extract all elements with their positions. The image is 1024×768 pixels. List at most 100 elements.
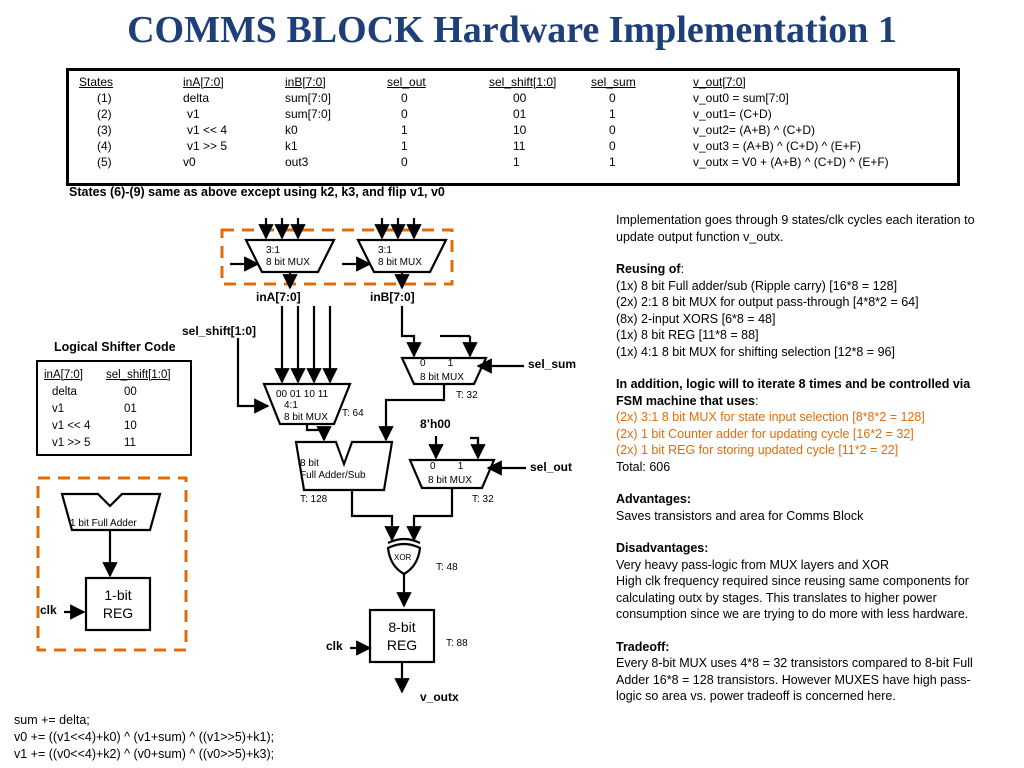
table-row: (4) v1 >> 5 k1 1 11 0 v_out3 = (A+B) ^ (… bbox=[79, 138, 933, 154]
counter-reg-shape bbox=[84, 576, 152, 632]
counter-adder-shape bbox=[60, 492, 162, 532]
table-cell: v1 >> 5 bbox=[52, 436, 91, 449]
table-cell: 01 bbox=[124, 402, 137, 415]
const-label: 8’h00 bbox=[420, 417, 451, 431]
table-cell: v_out0 = sum[7:0] bbox=[693, 91, 789, 105]
table-cell: 1 bbox=[401, 123, 408, 137]
table-cell: 0 bbox=[609, 123, 616, 137]
logical-shifter-table: inA[7:0] sel_shift[1:0] delta 00 v1 01 v… bbox=[44, 366, 186, 451]
fsm-mux-dashed-box bbox=[220, 228, 454, 286]
table-cell: v1 bbox=[52, 402, 65, 415]
total-text: Total: 606 bbox=[616, 459, 671, 474]
list-item: (1x) 8 bit Full adder/sub (Ripple carry)… bbox=[616, 278, 898, 293]
ina-label: inA[7:0] bbox=[256, 290, 301, 304]
mux-b-label: 3:1 8 bit MUX bbox=[378, 245, 422, 268]
sel-shift-label: sel_shift[1:0] bbox=[182, 324, 257, 338]
state-table-header: States inA[7:0] inB[7:0] sel_out sel_shi… bbox=[79, 74, 933, 90]
reg-label: 8-bit REG bbox=[386, 619, 418, 653]
shift-mux-shape bbox=[262, 382, 352, 426]
vout-label: v_outx bbox=[420, 690, 459, 704]
adder-label: 8 bit Full Adder/Sub bbox=[300, 458, 366, 481]
slide-title: COMMS BLOCK Hardware Implementation 1 bbox=[127, 9, 897, 51]
table-cell: 01 bbox=[513, 107, 527, 121]
list-item: (2x) 1 bit REG for storing updated cycle… bbox=[616, 443, 899, 457]
reusing-heading: Reusing of bbox=[616, 262, 681, 276]
table-row: (2) v1 sum[7:0] 0 01 1 v_out1= (C+D) bbox=[79, 106, 933, 122]
mux-a-label: 3:1 8 bit MUX bbox=[266, 245, 310, 268]
header-cell: States bbox=[79, 75, 114, 89]
disadvantages-heading: Disadvantages: bbox=[616, 541, 709, 555]
table-cell: (2) bbox=[97, 107, 112, 121]
sum-mux-t: T: 32 bbox=[456, 390, 478, 401]
table-cell: 00 bbox=[513, 91, 527, 105]
tradeoff-text: Every 8-bit MUX uses 4*8 = 32 transistor… bbox=[616, 656, 973, 703]
table-row: (3) v1 << 4 k0 1 10 0 v_out2= (A+B) ^ (C… bbox=[79, 122, 933, 138]
sel-sum-label: sel_sum bbox=[528, 357, 577, 371]
header-cell: sel_shift[1:0] bbox=[106, 368, 171, 381]
table-cell: 0 bbox=[401, 91, 408, 105]
sum-mux-shape bbox=[400, 356, 488, 386]
code-line: v1 += ((v0<<4)+k2) ^ (v0+sum) ^ ((v0>>5)… bbox=[14, 747, 275, 761]
table-cell: 0 bbox=[609, 139, 616, 153]
reg-t: T: 88 bbox=[446, 638, 468, 649]
table-cell: 0 bbox=[609, 91, 616, 105]
header-cell: inA[7:0] bbox=[183, 75, 224, 89]
sum-mux-label: 8 bit MUX bbox=[420, 372, 464, 383]
reusing-heading-line: Reusing of: bbox=[616, 262, 685, 276]
table-row: delta 00 bbox=[44, 383, 186, 400]
advantages-heading: Advantages: bbox=[616, 492, 692, 506]
table-row: v1 01 bbox=[44, 400, 186, 417]
list-item: (2x) 2:1 8 bit MUX for output pass-throu… bbox=[616, 295, 919, 309]
table-cell: 10 bbox=[513, 123, 527, 137]
table-row: (1) delta sum[7:0] 0 00 0 v_out0 = sum[7… bbox=[79, 90, 933, 106]
table-cell: k0 bbox=[285, 123, 298, 137]
logical-shifter-box: inA[7:0] sel_shift[1:0] delta 00 v1 01 v… bbox=[36, 360, 192, 456]
tradeoff-heading: Tradeoff: bbox=[616, 639, 670, 654]
side-notes: Implementation goes through 9 states/clk… bbox=[616, 212, 984, 705]
shift-mux-inputs: 00 01 10 11 bbox=[276, 389, 329, 400]
table-cell: delta bbox=[52, 385, 77, 398]
sel-out-label: sel_out bbox=[530, 460, 573, 474]
table-cell: v1 >> 5 bbox=[187, 139, 228, 153]
table-cell: sum[7:0] bbox=[285, 91, 332, 105]
inb-label: inB[7:0] bbox=[370, 290, 415, 304]
list-item: (8x) 2-input XORS [6*8 = 48] bbox=[616, 311, 776, 326]
table-cell: v_out3 = (A+B) ^ (C+D) ^ (E+F) bbox=[693, 139, 861, 153]
table-cell: sum[7:0] bbox=[285, 107, 332, 121]
table-cell: v1 bbox=[187, 107, 200, 121]
out-mux-t: T: 32 bbox=[472, 494, 494, 505]
clk-label: clk bbox=[326, 639, 343, 653]
shift-mux-label: 4:1 8 bit MUX bbox=[284, 400, 328, 423]
addition-heading: In addition, logic will to iterate 8 tim… bbox=[616, 377, 971, 408]
list-item: High clk frequency required since reusin… bbox=[616, 574, 969, 621]
header-cell: sel_shift[1:0] bbox=[489, 75, 557, 89]
table-row: v1 << 4 10 bbox=[44, 417, 186, 434]
code-snippet: sum += delta; v0 += ((v1<<4)+k0) ^ (v1+s… bbox=[14, 712, 274, 763]
code-line: v0 += ((v1<<4)+k0) ^ (v1+sum) ^ ((v1>>5)… bbox=[14, 730, 275, 744]
table-cell: v_outx = V0 + (A+B) ^ (C+D) ^ (E+F) bbox=[693, 155, 889, 169]
advantages-text: Saves transistors and area for Comms Blo… bbox=[616, 508, 864, 523]
sum-mux-inputs: 0 1 bbox=[420, 358, 454, 369]
table-row: (5) v0 out3 0 1 1 v_outx = V0 + (A+B) ^ … bbox=[79, 154, 933, 170]
header-cell: sel_sum bbox=[591, 75, 636, 89]
table-row: v1 >> 5 11 bbox=[44, 434, 186, 451]
out-mux-shape bbox=[408, 458, 496, 490]
table-cell: v_out1= (C+D) bbox=[693, 107, 772, 121]
counter-adder-label: 1 bit Full Adder bbox=[70, 518, 137, 529]
table-cell: v_out2= (A+B) ^ (C+D) bbox=[693, 123, 816, 137]
table-cell: v1 << 4 bbox=[52, 419, 91, 432]
logical-shifter-title: Logical Shifter Code bbox=[54, 340, 176, 354]
intro-text: Implementation goes through 9 states/clk… bbox=[616, 213, 975, 244]
header-cell: inB[7:0] bbox=[285, 75, 326, 89]
counter-clk-label: clk bbox=[40, 603, 57, 617]
out-mux-inputs: 0 1 bbox=[430, 461, 464, 472]
table-cell: k1 bbox=[285, 139, 298, 153]
table-cell: 11 bbox=[513, 139, 526, 153]
table-cell: 10 bbox=[124, 419, 137, 432]
table-cell: (5) bbox=[97, 155, 112, 169]
table-cell: (4) bbox=[97, 139, 112, 153]
list-item: (1x) 4:1 8 bit MUX for shifting selectio… bbox=[616, 344, 895, 359]
list-item: (1x) 8 bit REG [11*8 = 88] bbox=[616, 328, 759, 342]
table-cell: 1 bbox=[609, 107, 616, 121]
header-cell: inA[7:0] bbox=[44, 368, 83, 381]
